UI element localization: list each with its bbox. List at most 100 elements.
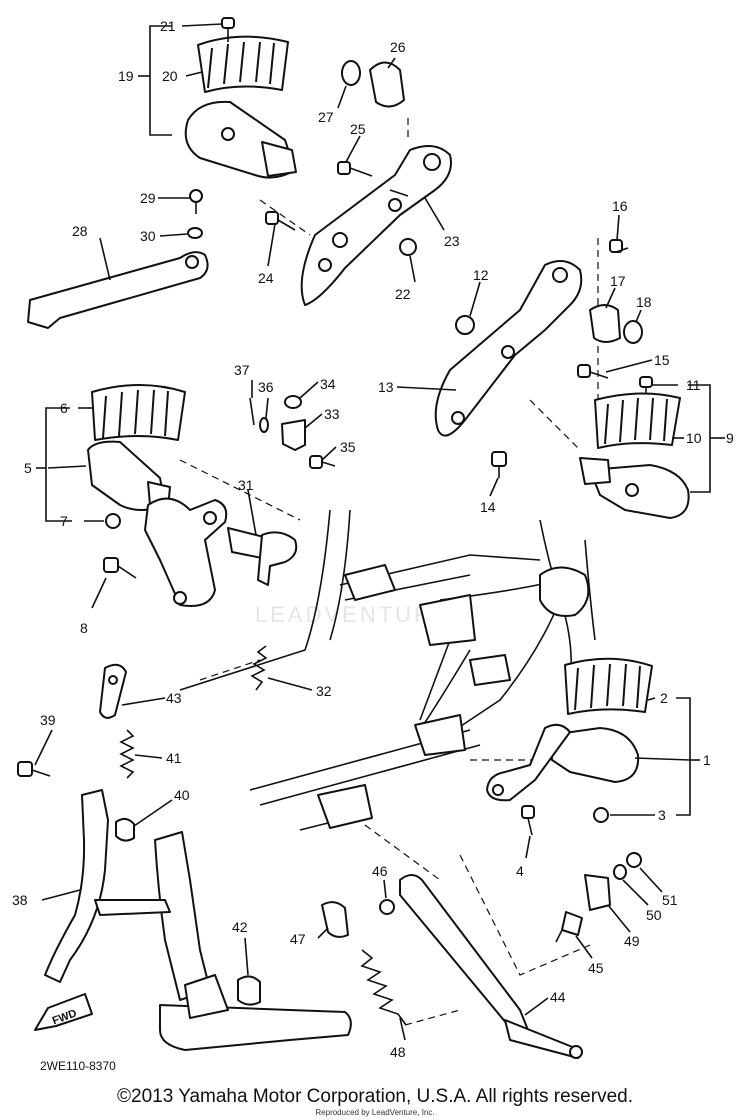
callout-26: 26 — [390, 39, 406, 55]
callout-36: 36 — [258, 379, 274, 395]
footrest-9 — [579, 457, 690, 519]
callout-1: 1 — [703, 752, 711, 768]
callout-29: 29 — [140, 190, 156, 206]
nut-22 — [399, 238, 417, 256]
callout-20: 20 — [162, 68, 178, 84]
frame-outline — [179, 509, 596, 831]
forward-arrow: FWD — [34, 993, 93, 1031]
watermark-text: LEADVENTURE — [255, 602, 451, 627]
callout-51: 51 — [662, 892, 678, 908]
plate-43 — [99, 663, 127, 719]
callout-49: 49 — [624, 933, 640, 949]
reproduced-notice: Reproduced by LeadVenture, Inc. — [315, 1108, 435, 1117]
footrest-rubber-10 — [594, 392, 681, 449]
callout-41: 41 — [166, 750, 182, 766]
footrest-rubber-2 — [564, 657, 653, 715]
callout-8: 8 — [80, 620, 88, 636]
bolt-25 — [337, 161, 373, 177]
collar-17 — [589, 304, 621, 343]
stopper-42 — [237, 975, 261, 1006]
callout-10: 10 — [686, 430, 702, 446]
spring-48 — [360, 949, 407, 1026]
callout-22: 22 — [395, 286, 411, 302]
callout-5: 5 — [24, 460, 32, 476]
callout-6: 6 — [60, 400, 68, 416]
callout-7: 7 — [60, 513, 68, 529]
callout-18: 18 — [636, 294, 652, 310]
shift-lever-28 — [27, 251, 209, 329]
bolt-14 — [491, 451, 507, 478]
side-stand-44 — [399, 874, 583, 1059]
footrest-1 — [486, 723, 640, 802]
callout-16: 16 — [612, 198, 628, 214]
footrest-19 — [184, 100, 297, 179]
callout-12: 12 — [473, 267, 489, 283]
copyright-notice: ©2013 Yamaha Motor Corporation, U.S.A. A… — [117, 1086, 633, 1107]
callout-44: 44 — [550, 989, 566, 1005]
nut-12 — [455, 315, 475, 335]
footrest-rubber-20 — [197, 35, 289, 93]
main-stand-38 — [44, 789, 352, 1051]
callout-4: 4 — [516, 863, 524, 879]
plate-47 — [321, 901, 349, 938]
footrest-bracket-23 — [300, 145, 452, 306]
callout-39: 39 — [40, 712, 56, 728]
bolt-21 — [221, 17, 235, 42]
collar-40 — [115, 818, 135, 842]
assembly-dash-lines — [179, 118, 599, 1026]
callout-37: 37 — [234, 362, 250, 378]
washer-50 — [613, 864, 627, 880]
washer-30 — [187, 227, 203, 239]
nut-51 — [626, 852, 642, 868]
callout-40: 40 — [174, 787, 190, 803]
bolt-15 — [577, 364, 609, 379]
sidestand-switch-45 — [555, 911, 583, 943]
collar-18 — [623, 320, 643, 344]
callout-48: 48 — [390, 1044, 406, 1060]
callout-32: 32 — [316, 683, 332, 699]
callout-31: 31 — [238, 477, 254, 493]
callout-38: 38 — [12, 892, 28, 908]
callout-46: 46 — [372, 863, 388, 879]
callout-3: 3 — [658, 807, 666, 823]
callout-9: 9 — [726, 430, 734, 446]
callout-27: 27 — [318, 109, 334, 125]
callout-30: 30 — [140, 228, 156, 244]
spring-41 — [119, 729, 135, 779]
callout-11: 11 — [686, 377, 701, 393]
callout-47: 47 — [290, 931, 306, 947]
callout-33: 33 — [324, 406, 340, 422]
bracket-49 — [584, 874, 611, 911]
callout-14: 14 — [480, 499, 496, 515]
nut-7 — [105, 513, 121, 529]
bolt-39 — [17, 761, 51, 777]
callout-19: 19 — [118, 68, 134, 84]
bolt-29 — [189, 189, 203, 214]
callout-42: 42 — [232, 919, 248, 935]
callout-labels: 21 19 20 26 27 25 29 30 28 24 23 22 12 1… — [12, 18, 734, 1060]
bolt-4 — [521, 805, 535, 836]
pin-37 — [249, 397, 255, 426]
leader-lines — [34, 23, 725, 1041]
callout-17: 17 — [610, 273, 626, 289]
shift-shaft-31 — [227, 527, 298, 586]
footrest-bracket-13 — [434, 260, 583, 437]
clip-36 — [259, 417, 269, 433]
nut-34 — [284, 395, 302, 409]
nut-3 — [593, 807, 609, 823]
callout-35: 35 — [340, 439, 356, 455]
callout-21: 21 — [160, 18, 176, 34]
bolt-24 — [265, 211, 296, 231]
bolt-8 — [103, 557, 137, 579]
callout-28: 28 — [72, 223, 88, 239]
callout-43: 43 — [166, 690, 182, 706]
callout-15: 15 — [654, 352, 670, 368]
footrest-bracket-left — [144, 497, 228, 607]
callout-13: 13 — [378, 379, 394, 395]
callout-25: 25 — [350, 121, 366, 137]
spring-32 — [250, 645, 268, 691]
footrest-rubber-6 — [91, 384, 186, 441]
collar-27 — [341, 60, 361, 86]
